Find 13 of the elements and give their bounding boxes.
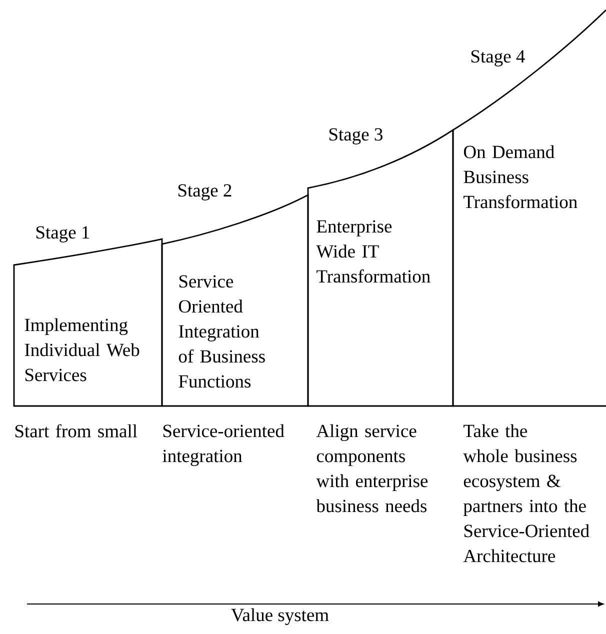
stage-label: Stage 2 [178, 184, 232, 200]
stage-label: Stage 1 [36, 226, 90, 242]
stage-description: On Demand Business Transformation [464, 145, 578, 208]
stage-label: Stage 4 [471, 50, 525, 66]
stage-note: Service-oriented integration [162, 424, 284, 466]
stage-description: Enterprise Wide IT Transformation [316, 220, 430, 283]
stage-note: Take the whole business ecosystem & partners into the Service-Oriented Architecture [463, 424, 590, 562]
stage-note: Align service components with enterprise business needs [316, 424, 428, 512]
stage-description: Implementing Individual Web Services [24, 318, 140, 382]
stage-description: Service Oriented Integration of Business Functions [178, 275, 265, 388]
stage-note: Start from small [15, 424, 138, 438]
axis-label: Value system [231, 608, 329, 626]
stage-label: Stage 3 [329, 128, 382, 144]
